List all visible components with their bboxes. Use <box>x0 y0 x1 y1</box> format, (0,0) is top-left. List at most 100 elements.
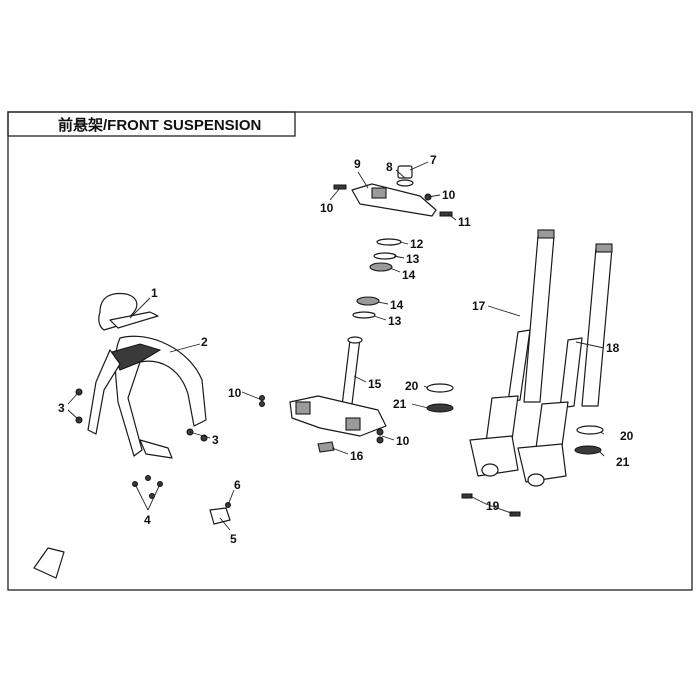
fork-left-axle-hole <box>481 463 499 477</box>
callout-18: 18 <box>606 341 620 355</box>
callout-8: 8 <box>386 160 393 174</box>
callout-21-right: 21 <box>616 455 630 469</box>
callout-10-lower-left: 10 <box>228 386 242 400</box>
callout-3-left: 3 <box>58 401 65 415</box>
callout-4: 4 <box>144 513 151 527</box>
stem-top-collar <box>347 336 363 344</box>
fork-left-axle-lug <box>469 435 519 477</box>
fender-cap-lip <box>109 311 159 329</box>
callout-10-upper-right: 10 <box>442 188 456 202</box>
bolt-10-lower-d <box>376 436 384 444</box>
bolt-10-lower-b <box>259 401 265 407</box>
direction-arrow-shape <box>33 547 65 579</box>
leader-21-right <box>599 451 605 457</box>
leader-lines <box>67 161 605 531</box>
leader-16 <box>331 447 349 455</box>
seal-13-lower <box>352 311 376 319</box>
stem-cap <box>397 165 413 179</box>
leader-20-right <box>599 431 605 435</box>
stem-nut <box>396 179 414 187</box>
seal-20-right <box>576 425 604 435</box>
leader-13-lower <box>373 315 387 321</box>
leader-14-upper <box>389 267 401 273</box>
leader-5 <box>219 517 231 531</box>
bearing-14-upper <box>369 262 393 272</box>
fork-leg-right-lower <box>535 401 569 449</box>
seal-21-left <box>426 403 454 413</box>
callout-20-right: 20 <box>620 429 634 443</box>
leader-6 <box>227 489 235 506</box>
fork-right-axle-hole <box>527 473 545 487</box>
leader-13-upper <box>393 255 405 259</box>
bolt-19-right <box>509 511 521 517</box>
leader-17 <box>487 305 521 317</box>
leader-14-lower <box>377 301 389 305</box>
bolt-10-upper <box>333 184 347 190</box>
upper-clamp-boss <box>371 187 387 199</box>
diagram-title: 前悬架/FRONT SUSPENSION <box>58 116 261 134</box>
leader-19-left <box>469 495 487 505</box>
callout-16: 16 <box>350 449 364 463</box>
washer-12 <box>376 238 402 246</box>
leader-3a-2 <box>67 409 80 421</box>
callout-labels: 1 2 3 3 4 5 6 7 8 9 10 10 10 10 11 12 13… <box>58 153 634 546</box>
leader-4-1 <box>134 483 149 511</box>
leader-10-lower-left <box>241 391 263 401</box>
callout-11: 11 <box>458 215 471 229</box>
seal-13-upper <box>373 252 397 260</box>
callout-17: 17 <box>472 299 486 313</box>
callout-5: 5 <box>230 532 237 546</box>
bolt-4-b <box>145 475 151 481</box>
leader-3b-1 <box>189 431 211 439</box>
fork-leg-right-slider <box>559 337 583 409</box>
callout-21-left: 21 <box>393 397 407 411</box>
diagram-frame <box>7 111 693 591</box>
fender-body <box>114 335 207 457</box>
leader-20-left <box>423 385 429 389</box>
fender-left-stay <box>87 349 121 435</box>
fork-left-cap <box>537 229 555 239</box>
leader-11 <box>447 213 457 221</box>
fork-leg-left-slider <box>507 329 531 403</box>
leader-7 <box>409 161 429 171</box>
leader-10-lower-right <box>381 435 395 441</box>
title-box <box>7 111 296 137</box>
fork-leg-right-tube <box>581 247 613 407</box>
leader-8 <box>395 169 406 179</box>
fork-right-axle-lug <box>517 443 567 483</box>
leader-10-upper-right <box>427 194 441 198</box>
callout-13-upper: 13 <box>406 252 420 266</box>
leader-1 <box>129 297 151 319</box>
clip-bracket <box>209 502 231 525</box>
leader-4-2 <box>147 483 161 511</box>
fender-lower-bracket <box>139 439 173 459</box>
clip-body <box>209 507 231 525</box>
leader-3a-1 <box>67 391 80 405</box>
front-direction-arrow-icon <box>33 547 65 579</box>
callout-15: 15 <box>368 377 382 391</box>
callout-3-right: 3 <box>212 433 219 447</box>
callout-12: 12 <box>410 237 424 251</box>
bolt-10-lower-c <box>376 428 384 436</box>
fork-leg-left-lower <box>485 395 519 443</box>
callout-20-left: 20 <box>405 379 419 393</box>
leader-9 <box>357 171 369 189</box>
lower-clamp-boss-right <box>345 417 361 431</box>
callout-2: 2 <box>201 335 208 349</box>
callout-9: 9 <box>354 157 361 171</box>
seal-21-right <box>574 445 602 455</box>
lower-clamp-boss-left <box>295 401 311 415</box>
seal-20-left <box>426 383 454 393</box>
bolt-11 <box>439 211 453 217</box>
callout-14-lower: 14 <box>390 298 404 312</box>
fork-leg-left-tube <box>523 235 555 403</box>
lower-triple-clamp <box>289 395 387 437</box>
callout-6: 6 <box>234 478 241 492</box>
leader-18 <box>575 341 605 349</box>
leader-2 <box>169 343 201 353</box>
leader-21-left <box>411 403 429 409</box>
fender-top-cap <box>98 292 138 331</box>
leader-10-upper-left <box>329 187 341 201</box>
bearing-14-lower <box>356 296 380 306</box>
